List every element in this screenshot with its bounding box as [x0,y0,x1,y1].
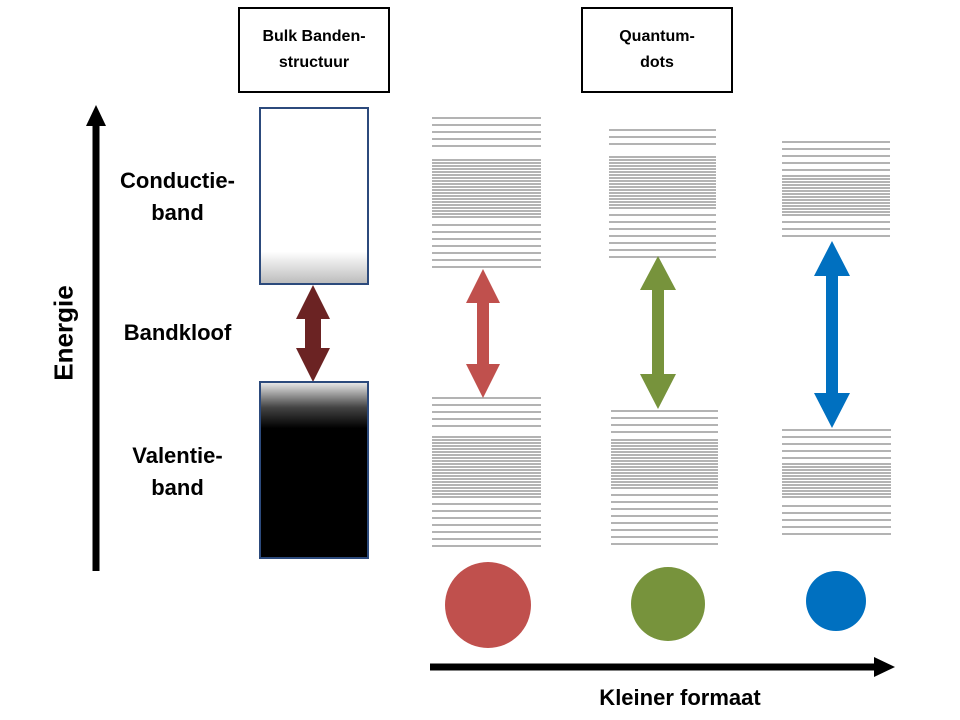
energy-axis-label: Energie [48,285,79,381]
green-quantum-dot [631,567,705,641]
bulk-conduction-band [259,107,369,285]
bulk-valence-band [259,381,369,559]
red-dot-valence-levels [432,397,541,547]
energy-axis-arrow [86,105,106,571]
bulk-band-structure-title: Bulk Banden- structuur [238,7,390,93]
conduction-band-label: Conductie- band [120,168,235,225]
bulk-gap-arrow [296,285,330,382]
green-dot-valence-levels [611,410,718,545]
red-dot-conduction-levels [432,117,541,268]
size-axis-arrow [430,657,895,677]
red-gap-arrow [466,269,500,398]
green-dot-conduction-levels [609,129,716,258]
blue-quantum-dot [806,571,866,631]
size-axis-label: Kleiner formaat [599,685,761,710]
quantum-dots-title: Quantum- dots [581,7,733,93]
blue-dot-conduction-levels [782,141,890,237]
green-gap-arrow [640,256,676,409]
blue-dot-valence-levels [782,429,891,535]
blue-gap-arrow [814,241,850,428]
valence-band-label: Valentie- band [132,443,223,500]
red-quantum-dot [445,562,531,648]
band-gap-label: Bandkloof [123,320,232,345]
